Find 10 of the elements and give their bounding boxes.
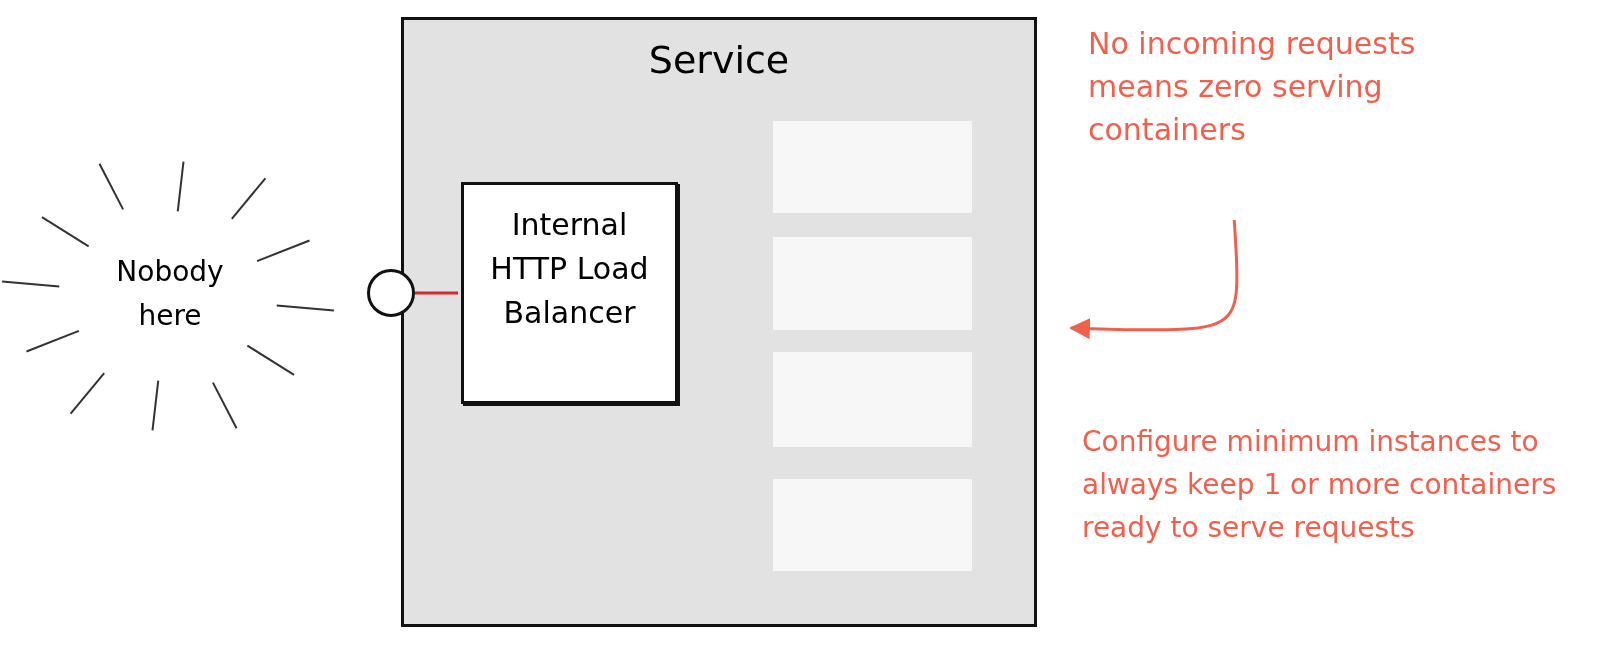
arrow — [1068, 219, 1239, 340]
label-text: Nobody here — [115, 254, 225, 334]
note-text: No incoming requests means zero serving containers — [1088, 25, 1417, 149]
label-text: Internal HTTP Load Balancer — [489, 206, 650, 332]
service-box — [401, 17, 1037, 627]
load-balancer-box — [461, 182, 678, 404]
port-circle — [367, 269, 415, 317]
service-title: Service — [647, 37, 791, 82]
connector-line — [415, 291, 458, 295]
note-text: Configure minimum instances to always keep 1 or more containers ready to serve requests — [1082, 424, 1558, 546]
